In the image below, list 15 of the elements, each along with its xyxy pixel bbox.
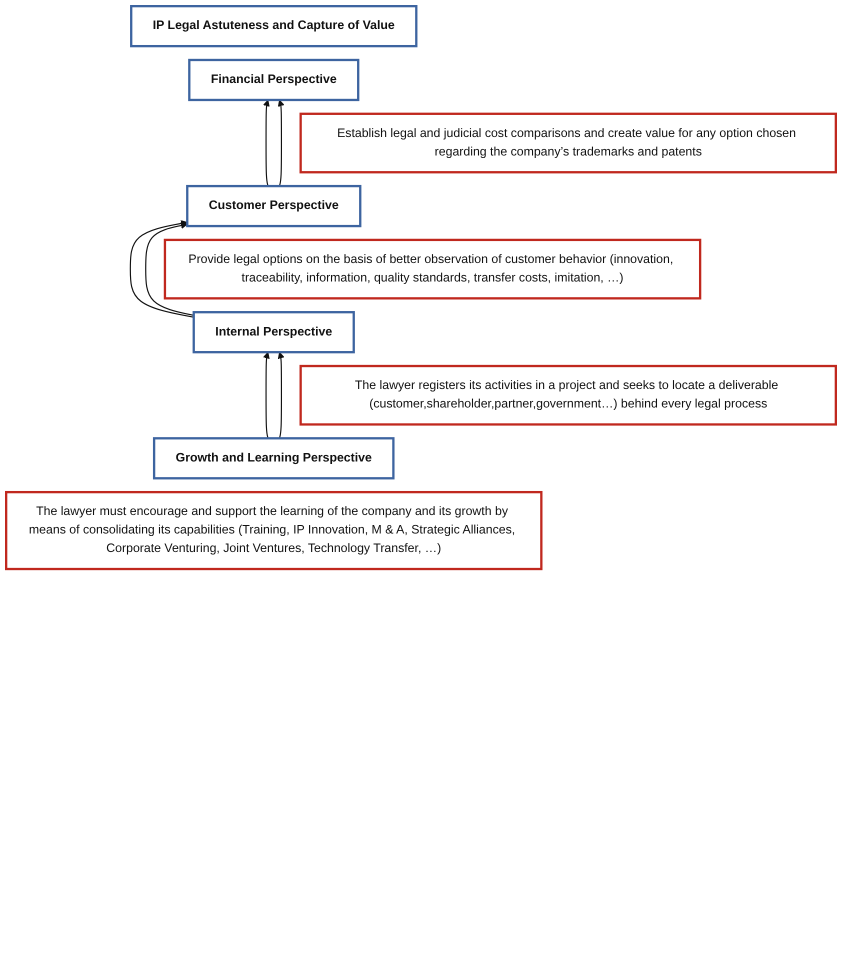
node-box: IP Legal Astuteness and Capture of Value [130, 5, 418, 48]
arrow [278, 100, 284, 186]
node-box: Provide legal options on the basis of better observation of customer behavior (innovation, traceability, information, quality standards, transfer costs, imitation, …) [164, 238, 702, 300]
node-box: Growth and Learning Perspective [152, 437, 395, 480]
node-box: The lawyer must encourage and support the learning of the company and its growth by means of consolidating its capabilities (Training, IP Innovation, M & A, Strategic Alliances, Corporate Venturing, Joint Ventures, Technology Transfer, …) [5, 490, 542, 570]
node-box: The lawyer registers its activities in a project and seeks to locate a deliverable (customer,shareholder,partner,government…) behind every legal process [300, 364, 837, 426]
arrow [145, 222, 194, 316]
arrow [263, 352, 270, 438]
node-box: Internal Perspective [192, 311, 355, 354]
arrow [263, 100, 270, 186]
arrow [278, 352, 284, 438]
node-box: Establish legal and judicial cost comparisons and create value for any option chosen regarding the company’s trademarks and patents [300, 112, 837, 174]
node-box: Customer Perspective [186, 184, 362, 228]
arrow [130, 220, 194, 318]
node-box: Financial Perspective [188, 58, 360, 102]
